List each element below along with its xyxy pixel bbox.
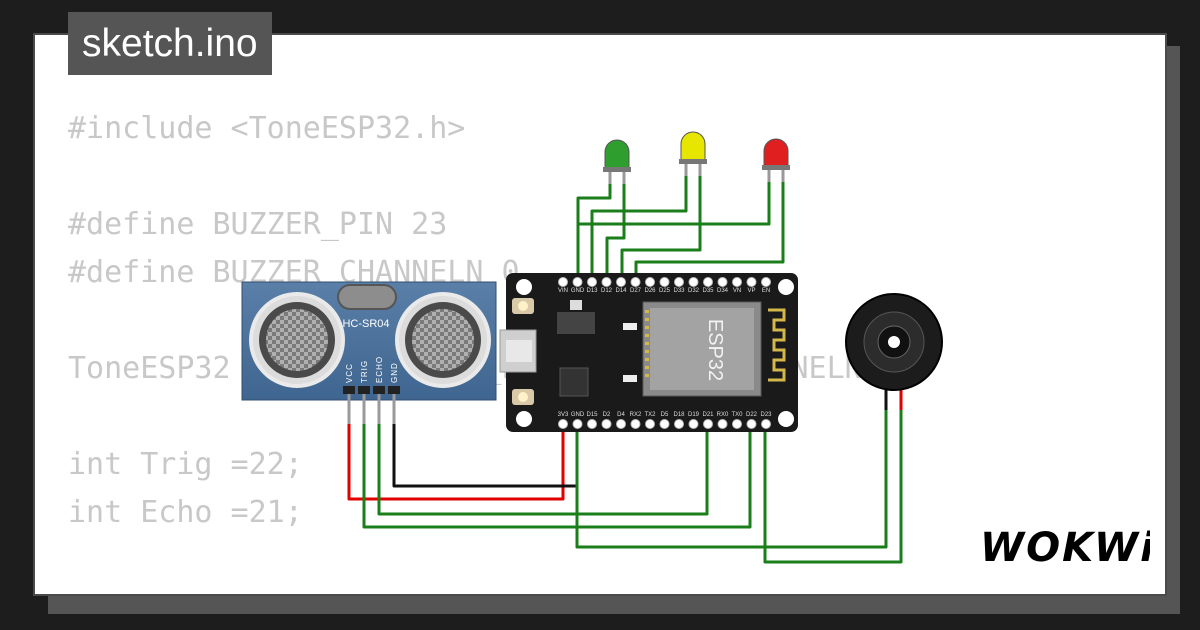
wire-echo-d21[interactable] bbox=[377, 422, 709, 516]
pin-label: D14 bbox=[615, 288, 627, 294]
pin-label: D25 bbox=[659, 288, 671, 294]
pin-d26[interactable] bbox=[645, 277, 655, 287]
pin-d33[interactable] bbox=[674, 277, 684, 287]
pin-d21[interactable] bbox=[703, 419, 713, 429]
pin-label: TX2 bbox=[644, 412, 656, 418]
pin-label: GND bbox=[571, 288, 585, 294]
pin-d32[interactable] bbox=[688, 277, 699, 287]
pin-label: D15 bbox=[586, 412, 598, 418]
pin-label: D33 bbox=[673, 288, 685, 294]
pin-label: D2 bbox=[603, 412, 611, 418]
pin-d25[interactable] bbox=[659, 277, 670, 287]
pin-en[interactable] bbox=[761, 277, 771, 287]
led-red[interactable] bbox=[762, 138, 790, 182]
pin-label: VN bbox=[733, 288, 741, 294]
wire-yellow-led-d27[interactable] bbox=[620, 174, 702, 282]
pin-d12[interactable] bbox=[601, 277, 612, 287]
code-line: void setup() { bbox=[68, 585, 899, 594]
pin-label: VIN bbox=[558, 288, 568, 294]
pin-d34[interactable] bbox=[717, 277, 728, 287]
wire-green-led-gnd[interactable] bbox=[576, 182, 612, 282]
pin-label: D32 bbox=[688, 288, 700, 294]
code-line: int Echo =21; bbox=[68, 495, 303, 530]
file-tab[interactable]: sketch.ino bbox=[68, 12, 272, 75]
pin-label: D26 bbox=[644, 288, 656, 294]
pin-label: D22 bbox=[746, 412, 758, 418]
pin-label: D12 bbox=[601, 288, 613, 294]
bottom-pin-row bbox=[558, 419, 771, 429]
pin-label: VP bbox=[747, 288, 755, 294]
pin-d18[interactable] bbox=[674, 419, 684, 429]
pin-label: D18 bbox=[673, 412, 685, 418]
pin-label: EN bbox=[762, 288, 770, 294]
pin-d23[interactable] bbox=[761, 419, 771, 429]
buzzer[interactable] bbox=[845, 293, 943, 410]
wire-red-led-d26[interactable] bbox=[634, 180, 785, 282]
sensor-pin-label: VCC bbox=[345, 363, 354, 383]
sensor-model-label: HC-SR04 bbox=[342, 318, 389, 330]
pin-3v3[interactable] bbox=[558, 419, 568, 429]
pin-label: TX0 bbox=[731, 412, 743, 418]
wire-trig-d22[interactable] bbox=[362, 422, 752, 529]
code-line: #define BUZZER_PIN 23 bbox=[68, 207, 448, 242]
wire-buzzer-d23[interactable] bbox=[763, 392, 903, 564]
esp32-chip-label: ESP32 bbox=[704, 319, 726, 381]
pin-label: D21 bbox=[702, 412, 714, 418]
pin-gnd[interactable] bbox=[572, 419, 583, 429]
pin-d4[interactable] bbox=[616, 419, 626, 429]
sensor-pin-label: GND bbox=[390, 362, 399, 383]
pin-label: D34 bbox=[717, 288, 729, 294]
wokwi-logo: WOKWi bbox=[980, 521, 1154, 576]
wire-red-led-gnd[interactable] bbox=[578, 180, 771, 226]
sensor-pin-label: ECHO bbox=[375, 356, 384, 383]
pin-label: D23 bbox=[760, 412, 772, 418]
pin-rx2[interactable] bbox=[630, 419, 641, 429]
pin-d13[interactable] bbox=[587, 277, 597, 287]
code-line: int Trig =22; bbox=[68, 447, 303, 482]
pin-d15[interactable] bbox=[587, 419, 597, 429]
wires bbox=[347, 174, 903, 564]
pin-label: 3V3 bbox=[558, 412, 569, 418]
pin-tx0[interactable] bbox=[732, 419, 742, 429]
hc-sr04-sensor[interactable]: HC-SR04 VCC TRIG ECHO GND bbox=[241, 281, 497, 424]
pin-label: D4 bbox=[617, 412, 625, 418]
pin-label: RX0 bbox=[717, 412, 729, 418]
pin-label: D35 bbox=[702, 288, 714, 294]
pin-vn[interactable] bbox=[732, 277, 742, 287]
logo-text: WOKWi bbox=[980, 525, 1150, 571]
pin-tx2[interactable] bbox=[645, 419, 655, 429]
pin-gnd[interactable] bbox=[572, 277, 583, 287]
pin-label: D5 bbox=[661, 412, 669, 418]
pin-label: GND bbox=[571, 412, 585, 418]
wire-yellow-led-gnd[interactable] bbox=[590, 174, 688, 282]
led-green[interactable] bbox=[603, 139, 631, 184]
top-pin-row bbox=[558, 277, 771, 287]
pin-d19[interactable] bbox=[688, 419, 699, 429]
sensor-pin-label: TRIG bbox=[360, 360, 369, 383]
pin-label: D19 bbox=[688, 412, 700, 418]
pin-d2[interactable] bbox=[601, 419, 612, 429]
pin-d35[interactable] bbox=[703, 277, 713, 287]
pin-d5[interactable] bbox=[659, 419, 670, 429]
pin-d22[interactable] bbox=[746, 419, 757, 429]
pin-d27[interactable] bbox=[630, 277, 641, 287]
code-line: #include <ToneESP32.h> bbox=[68, 111, 466, 146]
wire-buzzer-gnd[interactable] bbox=[575, 392, 888, 549]
pin-label: D27 bbox=[630, 288, 642, 294]
pin-d14[interactable] bbox=[616, 277, 626, 287]
pin-rx0[interactable] bbox=[717, 419, 728, 429]
pin-vin[interactable] bbox=[558, 277, 568, 287]
led-yellow[interactable] bbox=[679, 131, 707, 176]
pin-label: D13 bbox=[586, 288, 598, 294]
wire-vcc[interactable] bbox=[347, 422, 565, 501]
pin-label: RX2 bbox=[630, 412, 642, 418]
pin-vp[interactable] bbox=[746, 277, 757, 287]
